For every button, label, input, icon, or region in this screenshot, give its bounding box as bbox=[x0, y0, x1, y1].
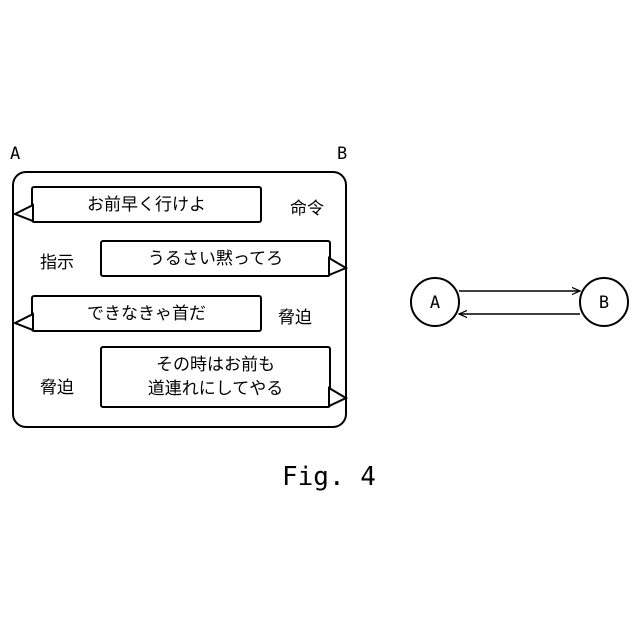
node-b-label: B bbox=[599, 293, 609, 313]
figure-caption: Fig. 4 bbox=[282, 462, 376, 492]
node-a-label: A bbox=[430, 293, 440, 313]
bubble-tail-line-1 bbox=[15, 205, 33, 221]
bubble-tail-line-2 bbox=[329, 258, 346, 275]
bubble-tail-line-3 bbox=[15, 314, 33, 330]
bubble-tail-line-4 bbox=[329, 388, 346, 406]
